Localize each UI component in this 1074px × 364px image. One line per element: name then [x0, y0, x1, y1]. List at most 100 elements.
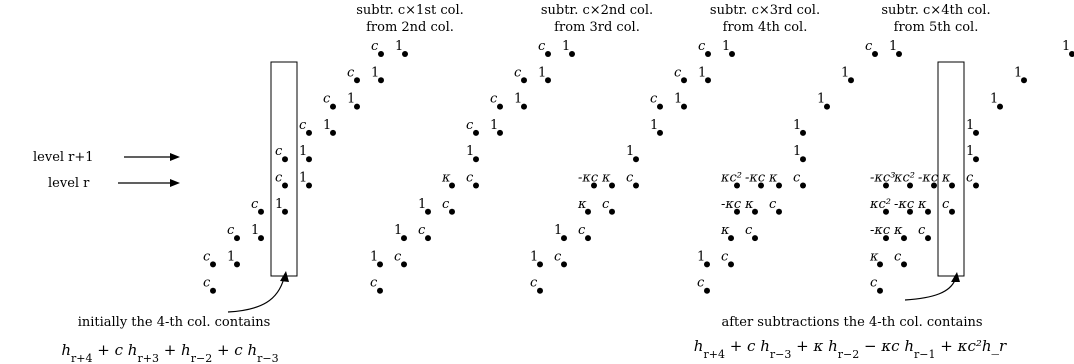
entry-label: c — [466, 118, 474, 133]
entry-dot — [657, 103, 663, 110]
entry-dot — [569, 51, 575, 57]
entry-label: -κc — [870, 223, 891, 238]
entry-dot — [521, 103, 527, 110]
entry-dot — [473, 182, 479, 189]
entry-label: c — [490, 92, 498, 107]
entry-dot — [402, 51, 408, 57]
entry-dot — [973, 156, 979, 163]
entry-dot — [883, 208, 889, 215]
entry-label: 1 — [722, 39, 730, 54]
entry-dot — [561, 261, 567, 268]
entry-dot — [609, 182, 615, 189]
entry-dot — [306, 156, 312, 163]
entry-label: 1 — [626, 144, 634, 159]
entry-dot — [973, 129, 979, 136]
entry-dot — [591, 182, 597, 189]
entry-dot — [234, 261, 240, 268]
entry-label: -κc — [894, 197, 915, 212]
entry-dot — [521, 77, 527, 84]
entry-dot — [752, 208, 758, 215]
right-callout-arrowhead — [951, 272, 960, 282]
entry-label: c — [347, 65, 355, 80]
entry-dot — [883, 182, 889, 189]
entry-dot — [872, 51, 878, 57]
entry-label: 1 — [418, 197, 426, 212]
level-r-plus-1-label: level r+1 — [33, 150, 94, 165]
entry-label: κc² — [893, 171, 915, 186]
entry-dot — [258, 235, 264, 242]
entry-label: 1 — [966, 144, 974, 159]
entry-label: c — [227, 223, 235, 238]
entry-dot — [282, 208, 288, 215]
entry-dot — [705, 51, 711, 57]
entry-dot — [537, 287, 543, 294]
entry-label: c — [538, 39, 546, 54]
entry-label: 1 — [514, 92, 522, 107]
entry-label: c — [275, 144, 283, 159]
entry-dot — [282, 182, 288, 189]
entry-label: 1 — [1062, 39, 1070, 54]
entry-label: κ — [720, 223, 730, 238]
entry-dot — [401, 235, 407, 242]
entry-label: 1 — [841, 65, 849, 80]
entry-dot — [561, 235, 567, 242]
entry-dot — [734, 208, 740, 215]
entry-label: κc² — [869, 197, 891, 212]
entry-label: c — [442, 197, 450, 212]
entry-dot — [401, 261, 407, 268]
entry-dot — [776, 208, 782, 215]
entry-dot — [633, 182, 639, 189]
entry-dot — [537, 261, 543, 268]
right-caption-line2: hr+4 + c hr−3 + κ hr−2 − κc hr−1 + κc²h_… — [694, 337, 1007, 361]
header-2-line2: from 3rd col. — [554, 20, 640, 35]
entry-label: 1 — [889, 39, 897, 54]
header-4-line2: from 5th col. — [894, 20, 979, 35]
entry-label: c — [674, 65, 682, 80]
entry-dot — [282, 156, 288, 163]
entry-label: c — [323, 92, 331, 107]
entry-dot — [883, 235, 889, 242]
entry-label: 1 — [466, 144, 474, 159]
right-caption-line1: after subtractions the 4-th col. contain… — [721, 315, 982, 330]
entry-label: 1 — [394, 223, 402, 238]
entry-label: κ — [869, 249, 879, 264]
left-callout-arrow — [227, 277, 285, 313]
entry-label: c — [371, 39, 379, 54]
level-r-label: level r — [48, 176, 90, 191]
entry-dot — [330, 103, 336, 110]
entry-label: c — [865, 39, 873, 54]
entry-dot — [901, 261, 907, 268]
entry-dot — [705, 77, 711, 84]
entry-label: c — [966, 171, 974, 186]
entry-dot — [425, 235, 431, 242]
entry-dot — [776, 182, 782, 189]
entry-label: κ — [577, 197, 587, 212]
entry-dot — [330, 129, 336, 136]
highlight-column-box — [937, 61, 965, 277]
entry-label: c — [203, 276, 211, 291]
entry-dot — [901, 235, 907, 242]
entry-label: κc² — [720, 171, 742, 186]
entry-dot — [949, 182, 955, 189]
entry-dot — [473, 156, 479, 163]
entry-dot — [907, 182, 913, 189]
entry-label: c — [203, 249, 211, 264]
entry-label: 1 — [793, 118, 801, 133]
entry-label: 1 — [371, 65, 379, 80]
entry-dot — [877, 261, 883, 268]
entry-dot — [585, 235, 591, 242]
entry-dot — [354, 103, 360, 110]
entry-dot — [997, 103, 1003, 110]
entry-label: 1 — [370, 249, 378, 264]
entry-dot — [378, 51, 384, 57]
entry-dot — [728, 235, 734, 242]
entry-dot — [752, 235, 758, 242]
entry-label: c — [793, 171, 801, 186]
entry-dot — [306, 129, 312, 136]
entry-label: 1 — [698, 65, 706, 80]
entry-label: 1 — [538, 65, 546, 80]
